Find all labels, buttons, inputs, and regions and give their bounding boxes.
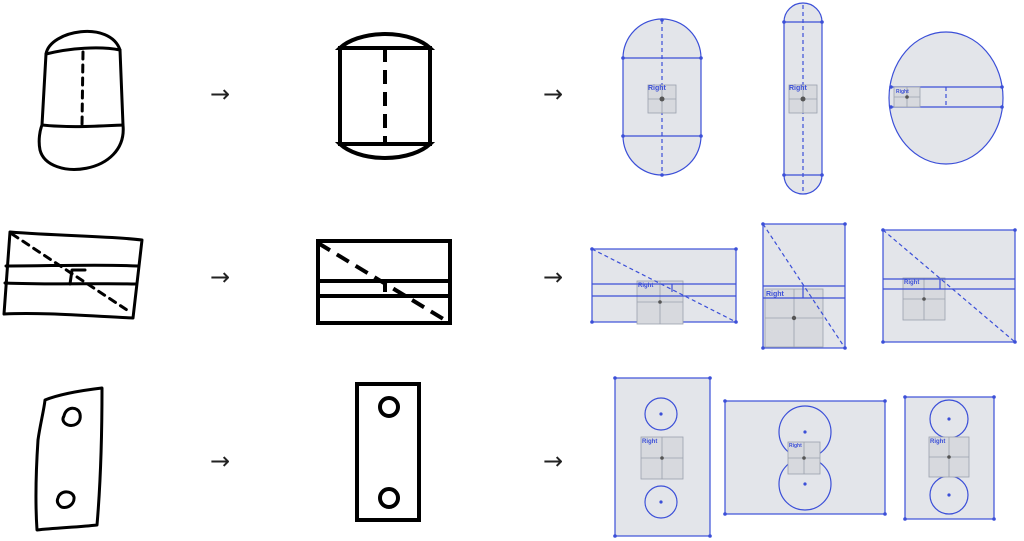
row3-cad-variant-3: Right: [903, 395, 996, 521]
plane-label: Right: [648, 85, 667, 92]
row1-cad-variant-3: Right: [888, 31, 1004, 165]
row1-hand-sketch: [37, 29, 125, 171]
arrow-row3-a: →: [210, 447, 231, 475]
row1-cad-variant-2: Right: [782, 2, 824, 195]
arrow-row1-b: →: [543, 80, 564, 108]
arrow-row1-a: →: [210, 80, 231, 108]
plane-label: Right: [896, 89, 909, 95]
arrow-row3-b: →: [543, 447, 564, 475]
row3-clean-sketch: [355, 382, 421, 522]
row2-cad-variant-3: Right: [881, 228, 1017, 344]
row3-hand-sketch: [34, 386, 104, 532]
row2-cad-variant-2: Right: [761, 222, 847, 350]
plane-label: Right: [904, 280, 919, 286]
plane-label: Right: [642, 439, 657, 445]
row1-cad-variant-1: Right: [621, 18, 703, 177]
plane-label: Right: [766, 291, 785, 298]
row3-cad-variant-1: Right: [613, 376, 712, 538]
row1-clean-sketch: [334, 32, 436, 160]
arrow-row2-b: →: [543, 263, 564, 291]
row2-hand-sketch: [2, 230, 144, 320]
row2-clean-sketch: [316, 239, 452, 325]
plane-label: Right: [638, 283, 653, 289]
plane-label: Right: [930, 439, 945, 445]
plane-label: Right: [789, 443, 802, 449]
row2-cad-variant-1: Right: [590, 247, 738, 325]
arrow-row2-a: →: [210, 263, 231, 291]
plane-label: Right: [789, 85, 808, 92]
row3-cad-variant-2: Right: [723, 399, 887, 516]
